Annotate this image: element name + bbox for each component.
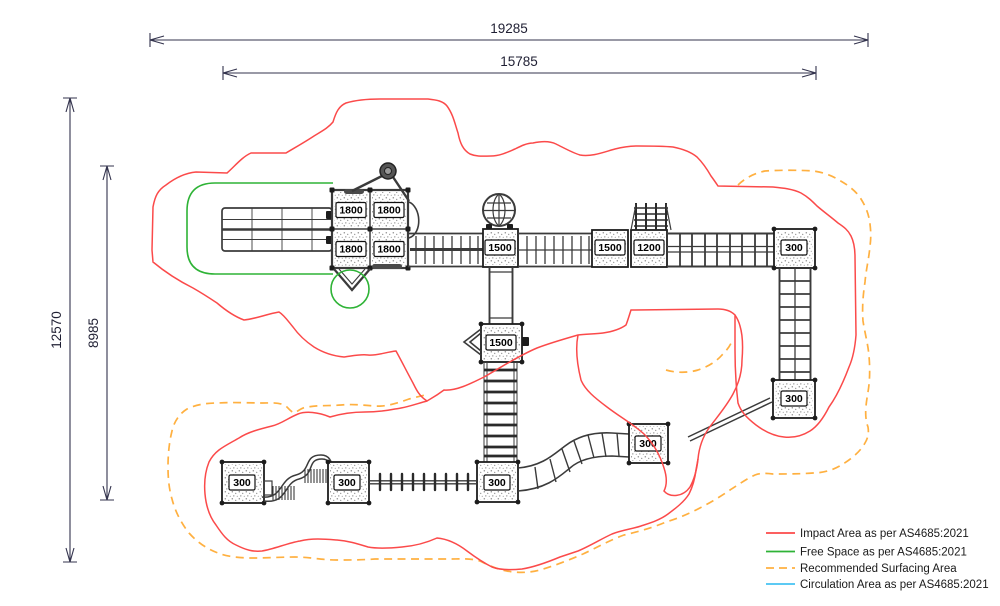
- platform-label: 300: [233, 477, 251, 489]
- platform-label: 1800: [377, 244, 401, 256]
- dome-climber: [482, 193, 516, 229]
- center-column: [488, 267, 514, 324]
- dimension-top-outer: 19285: [149, 21, 869, 47]
- free-space-circle: [330, 269, 370, 309]
- monkey-bars: [667, 232, 774, 268]
- platform-label: 1200: [637, 242, 661, 254]
- deck-1500-center: 1500: [462, 321, 529, 365]
- platform-label: 1800: [339, 205, 363, 217]
- diagonal-rail: [687, 397, 773, 442]
- post-300-bottom-left-2: 300: [325, 459, 372, 506]
- ladder-above-1200: [630, 203, 672, 231]
- left-chevron: [462, 328, 482, 356]
- surfacing-area-outline: [167, 169, 872, 574]
- double-slide: [221, 207, 333, 252]
- legend-item-surfacing-area: Recommended Surfacing Area: [766, 563, 957, 575]
- impact-area-lower-outline: [203, 400, 699, 571]
- surfacing-area-inner-arc: [665, 340, 733, 374]
- dimension-value: 8985: [86, 318, 101, 348]
- post-300-bottom-center: 300: [474, 459, 521, 505]
- post-300-right-lower: 300: [770, 377, 818, 421]
- tower-top-panel: [344, 189, 364, 194]
- dimension-left-inner: 8985: [86, 165, 114, 501]
- dimension-value: 19285: [490, 21, 528, 36]
- center-ladder: [483, 362, 518, 462]
- climb-triangle: [333, 268, 371, 292]
- post-300-bottom-left-1: 300: [219, 459, 267, 506]
- platform-label: 300: [488, 477, 506, 489]
- legend-item-impact-area: Impact Area as per AS4685:2021: [766, 528, 969, 540]
- legend-label: Free Space as per AS4685:2021: [800, 547, 967, 559]
- legend-label: Recommended Surfacing Area: [800, 563, 957, 575]
- deck-1500-top: 1500: [482, 228, 519, 268]
- platform-label: 300: [785, 393, 803, 405]
- vertical-bridge-right: [778, 268, 812, 380]
- rung-bridge-2: [518, 232, 592, 268]
- platform-label: 1800: [377, 205, 401, 217]
- free-space-outline: [186, 182, 370, 309]
- post-300-top-right: 300: [771, 226, 818, 271]
- platform-label: 300: [639, 438, 657, 450]
- legend: Impact Area as per AS4685:2021 Free Spac…: [766, 528, 989, 591]
- clatter-bridge-1: [408, 232, 483, 268]
- platform-label: 300: [785, 242, 803, 254]
- tower-side-bulge: [408, 201, 420, 239]
- s-ramp-element: [261, 454, 333, 502]
- legend-item-free-space: Free Space as per AS4685:2021: [766, 547, 967, 559]
- platform-label: 1500: [598, 242, 622, 254]
- roof-pole: [351, 162, 410, 202]
- legend-item-circulation-area: Circulation Area as per AS4685:2021: [766, 579, 989, 591]
- dimension-top-inner: 15785: [222, 54, 817, 80]
- platform-label: 300: [338, 477, 356, 489]
- platform-label: 1500: [488, 242, 512, 254]
- platform-label: 1500: [489, 337, 513, 349]
- legend-label: Impact Area as per AS4685:2021: [800, 528, 969, 540]
- equipment-structure: 1800 1800 1800 1800 1500: [219, 162, 818, 506]
- deck-1200: 1200: [630, 229, 668, 268]
- dimension-value: 15785: [500, 54, 538, 69]
- post-300-mid-right: 300: [626, 421, 671, 466]
- impact-area-outline: [151, 98, 857, 571]
- tower-bottom-panel: [372, 264, 402, 269]
- platform-label: 1800: [339, 244, 363, 256]
- dimension-left-outer: 12570: [49, 97, 77, 563]
- s-curve-bridge: [517, 432, 630, 492]
- dimension-value: 12570: [49, 311, 64, 349]
- tower-1800: 1800 1800 1800 1800: [329, 162, 420, 292]
- balance-beam: [369, 472, 477, 492]
- impact-area-inner-shape: [576, 314, 744, 497]
- side-knob: [522, 337, 529, 346]
- legend-label: Circulation Area as per AS4685:2021: [800, 579, 989, 591]
- deck-1500-mid: 1500: [591, 229, 629, 268]
